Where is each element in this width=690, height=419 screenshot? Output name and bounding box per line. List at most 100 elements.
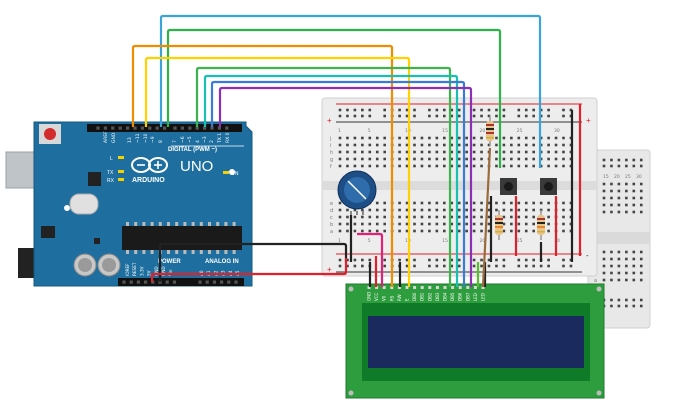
lcd-pin-label: DB3	[435, 292, 440, 301]
power-pin-label: RESET	[132, 262, 137, 276]
column-number: 1	[338, 238, 341, 244]
digital-header-label: DIGITAL (PWM ~)	[168, 147, 217, 153]
row-letter: e	[330, 201, 333, 207]
lcd-pin-label: DB0	[412, 292, 417, 301]
pushbutton-2[interactable]	[540, 178, 557, 195]
row-letter: b	[330, 222, 333, 228]
power-header-label: POWER	[158, 259, 181, 265]
lcd-pin-label: DB6	[458, 292, 463, 301]
column-number: 1	[338, 128, 341, 134]
column-number: 15	[442, 238, 448, 244]
wire-cyan-long[interactable]	[159, 14, 542, 168]
lcd-pin-label: DB2	[427, 292, 432, 301]
power-pin-label: GND	[161, 266, 166, 276]
digital-pin-label: RX 0	[225, 132, 231, 143]
analog-header-label: ANALOG IN	[205, 259, 239, 265]
side-column-number: 25	[625, 174, 631, 180]
side-column-number: 15	[603, 174, 609, 180]
resistor-right	[537, 210, 545, 240]
lcd-screen	[368, 316, 584, 368]
led-label-l: L	[110, 156, 113, 162]
row-letter: d	[330, 208, 333, 214]
column-number: 20	[480, 238, 486, 244]
lcd-pin-label: DB7	[465, 292, 470, 301]
lcd-pin-label: RW	[397, 294, 402, 301]
wire-brown-led[interactable]	[481, 147, 492, 288]
side-column-number: 30	[636, 174, 642, 180]
digital-pin-label: 4	[195, 140, 201, 143]
arduino-logo-text: ARDUINO	[132, 177, 165, 184]
digital-pin-label: GND	[111, 132, 117, 143]
wire-blue-db6[interactable]	[210, 80, 466, 287]
digital-pin-label: ~5	[187, 136, 193, 143]
digital-pin-label: ~3	[202, 136, 208, 143]
digital-pin-label: ~11	[135, 133, 141, 143]
row-letter: j	[329, 136, 331, 142]
column-number: 5	[368, 128, 371, 134]
lcd-pin-label: V0	[382, 295, 387, 301]
atmega-chip	[122, 226, 242, 250]
lcd-pin-label: DB4	[443, 292, 448, 301]
led-label-tx: TX	[107, 170, 114, 176]
rail-plus-top-right: +	[586, 116, 591, 125]
digital-pin-label: 13	[127, 137, 133, 143]
led-label-rx: RX	[107, 178, 115, 184]
power-pin-label: Vin	[168, 269, 173, 276]
row-letter: c	[330, 215, 333, 221]
pushbutton-1[interactable]	[500, 178, 517, 195]
power-pin-label: IOREF	[125, 263, 130, 276]
lcd-pin-label: GND	[367, 292, 372, 301]
lcd-pin-label: E	[405, 298, 410, 301]
potentiometer[interactable]	[337, 170, 377, 215]
digital-pin-label: 2	[209, 140, 215, 143]
digital-pin-label: ~9	[150, 136, 156, 143]
row-letter: h	[330, 150, 333, 156]
digital-pin-label: AREF	[103, 131, 109, 143]
lcd-pin-label: LED	[473, 293, 478, 301]
on-led-label: ON	[231, 171, 239, 177]
digital-pin-label: 8	[158, 140, 164, 143]
lcd-pin-label: DB1	[420, 292, 425, 301]
rail-plus-bottom: +	[327, 265, 332, 274]
wire-purple-db7[interactable]	[218, 86, 473, 287]
column-number: 20	[480, 128, 486, 134]
column-number: 15	[442, 128, 448, 134]
rail-plus-top: +	[327, 116, 332, 125]
digital-pin-label: 7	[172, 140, 178, 143]
lcd-pin-label: DB5	[450, 292, 455, 301]
resistor-left	[495, 210, 503, 240]
digital-pin-label: ~6	[180, 136, 186, 143]
power-pin-label: GND	[154, 266, 159, 276]
lcd-pin-label: VCC	[374, 292, 379, 301]
lcd-pin-label: RS	[389, 295, 394, 301]
digital-pin-label: TX 1	[217, 133, 223, 144]
resistor-top	[486, 116, 494, 146]
side-column-number: 20	[614, 174, 620, 180]
wire-orange[interactable]	[131, 44, 394, 287]
wire-teal-db5[interactable]	[203, 74, 459, 287]
column-number: 25	[517, 128, 523, 134]
column-number: 30	[554, 128, 560, 134]
wires	[131, 14, 582, 288]
power-pin-label: 5V	[147, 270, 152, 276]
wire-red-5v[interactable]	[150, 258, 348, 282]
row-letter: i	[330, 143, 331, 149]
arduino-logo-icon	[131, 157, 168, 173]
wire-green-db4[interactable]	[195, 66, 452, 287]
wire-pink-v0[interactable]	[357, 232, 384, 287]
wire-black-gnd[interactable]	[158, 242, 348, 282]
column-number: 5	[368, 238, 371, 244]
row-letter: g	[330, 157, 333, 163]
lcd-pin-label: LED	[481, 293, 486, 301]
wire-yellow[interactable]	[144, 56, 411, 287]
wire-green-long[interactable]	[166, 28, 502, 168]
row-letter: f	[330, 164, 332, 170]
column-number: 25	[517, 238, 523, 244]
row-letter: a	[330, 229, 333, 235]
model-text: UNO	[180, 158, 213, 175]
digital-pin-label: ~10	[143, 133, 149, 143]
